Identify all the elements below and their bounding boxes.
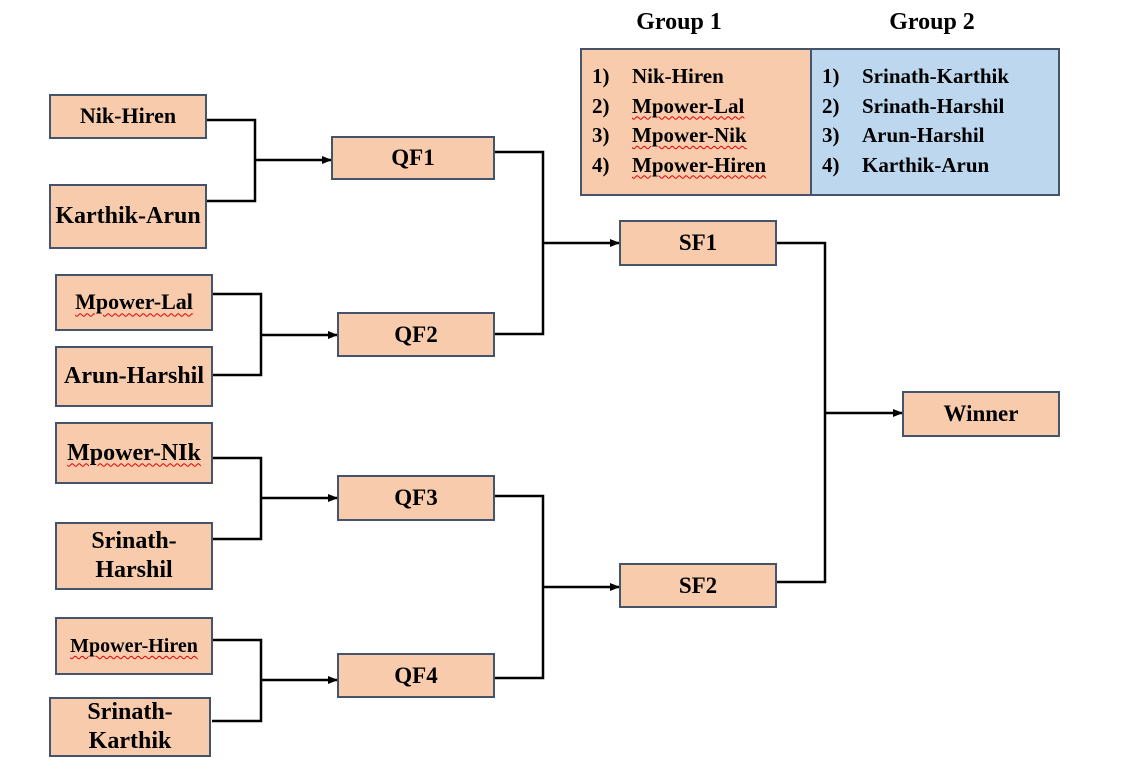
group-2-panel: 1)Srinath-Karthik 2)Srinath-Harshil 3)Ar…	[810, 48, 1060, 196]
winner-box: Winner	[902, 391, 1060, 437]
group-2-item: 2)Srinath-Harshil	[822, 93, 1005, 118]
team-srinath-karthik: Srinath-Karthik	[49, 697, 211, 757]
connector-sf1-sf2	[776, 241, 827, 584]
group-1-item: 4)Mpower-Hiren	[592, 152, 767, 177]
sf2-box: SF2	[619, 563, 777, 608]
connector-nik-hiren	[206, 118, 257, 203]
team-nik-hiren: Nik-Hiren	[49, 94, 207, 139]
group-1-item: 3)Mpower-Nik	[592, 123, 747, 147]
team-srinath-harshil: Srinath-Harshil	[55, 522, 213, 590]
group-1-title: Group 1	[636, 9, 722, 35]
team-arun-harshil: Arun-Harshil	[55, 346, 213, 407]
group-2-title: Group 2	[889, 9, 975, 35]
sf1-box: SF1	[619, 220, 777, 266]
group-1-item: 1)Nik-Hiren	[592, 64, 724, 88]
group-2-item: 1)Srinath-Karthik	[822, 64, 1010, 88]
qf2-box: QF2	[337, 312, 495, 357]
team-karthik-arun: Karthik-Arun	[49, 184, 207, 249]
group-2-item: 3)Arun-Harshil	[822, 123, 985, 147]
connector-mpower-lal	[212, 292, 263, 377]
connector-qf1-qf2	[494, 150, 545, 336]
qf3-box: QF3	[337, 475, 495, 521]
connector-mpower-hiren	[212, 638, 263, 723]
connector-qf3-qf4	[494, 494, 545, 680]
team-mpower-nik: Mpower-NIk	[55, 422, 213, 484]
group-1-item: 2)Mpower-Lal	[592, 93, 745, 118]
group-1-panel: 1)Nik-Hiren 2)Mpower-Lal 3)Mpower-Nik 4)…	[580, 48, 812, 196]
team-mpower-lal: Mpower-Lal	[55, 274, 213, 331]
connector-mpower-nik	[212, 456, 263, 541]
group-2-item: 4)Karthik-Arun	[822, 152, 990, 177]
team-mpower-hiren: Mpower-Hiren	[55, 617, 213, 675]
qf1-box: QF1	[331, 136, 495, 180]
qf4-box: QF4	[337, 653, 495, 698]
